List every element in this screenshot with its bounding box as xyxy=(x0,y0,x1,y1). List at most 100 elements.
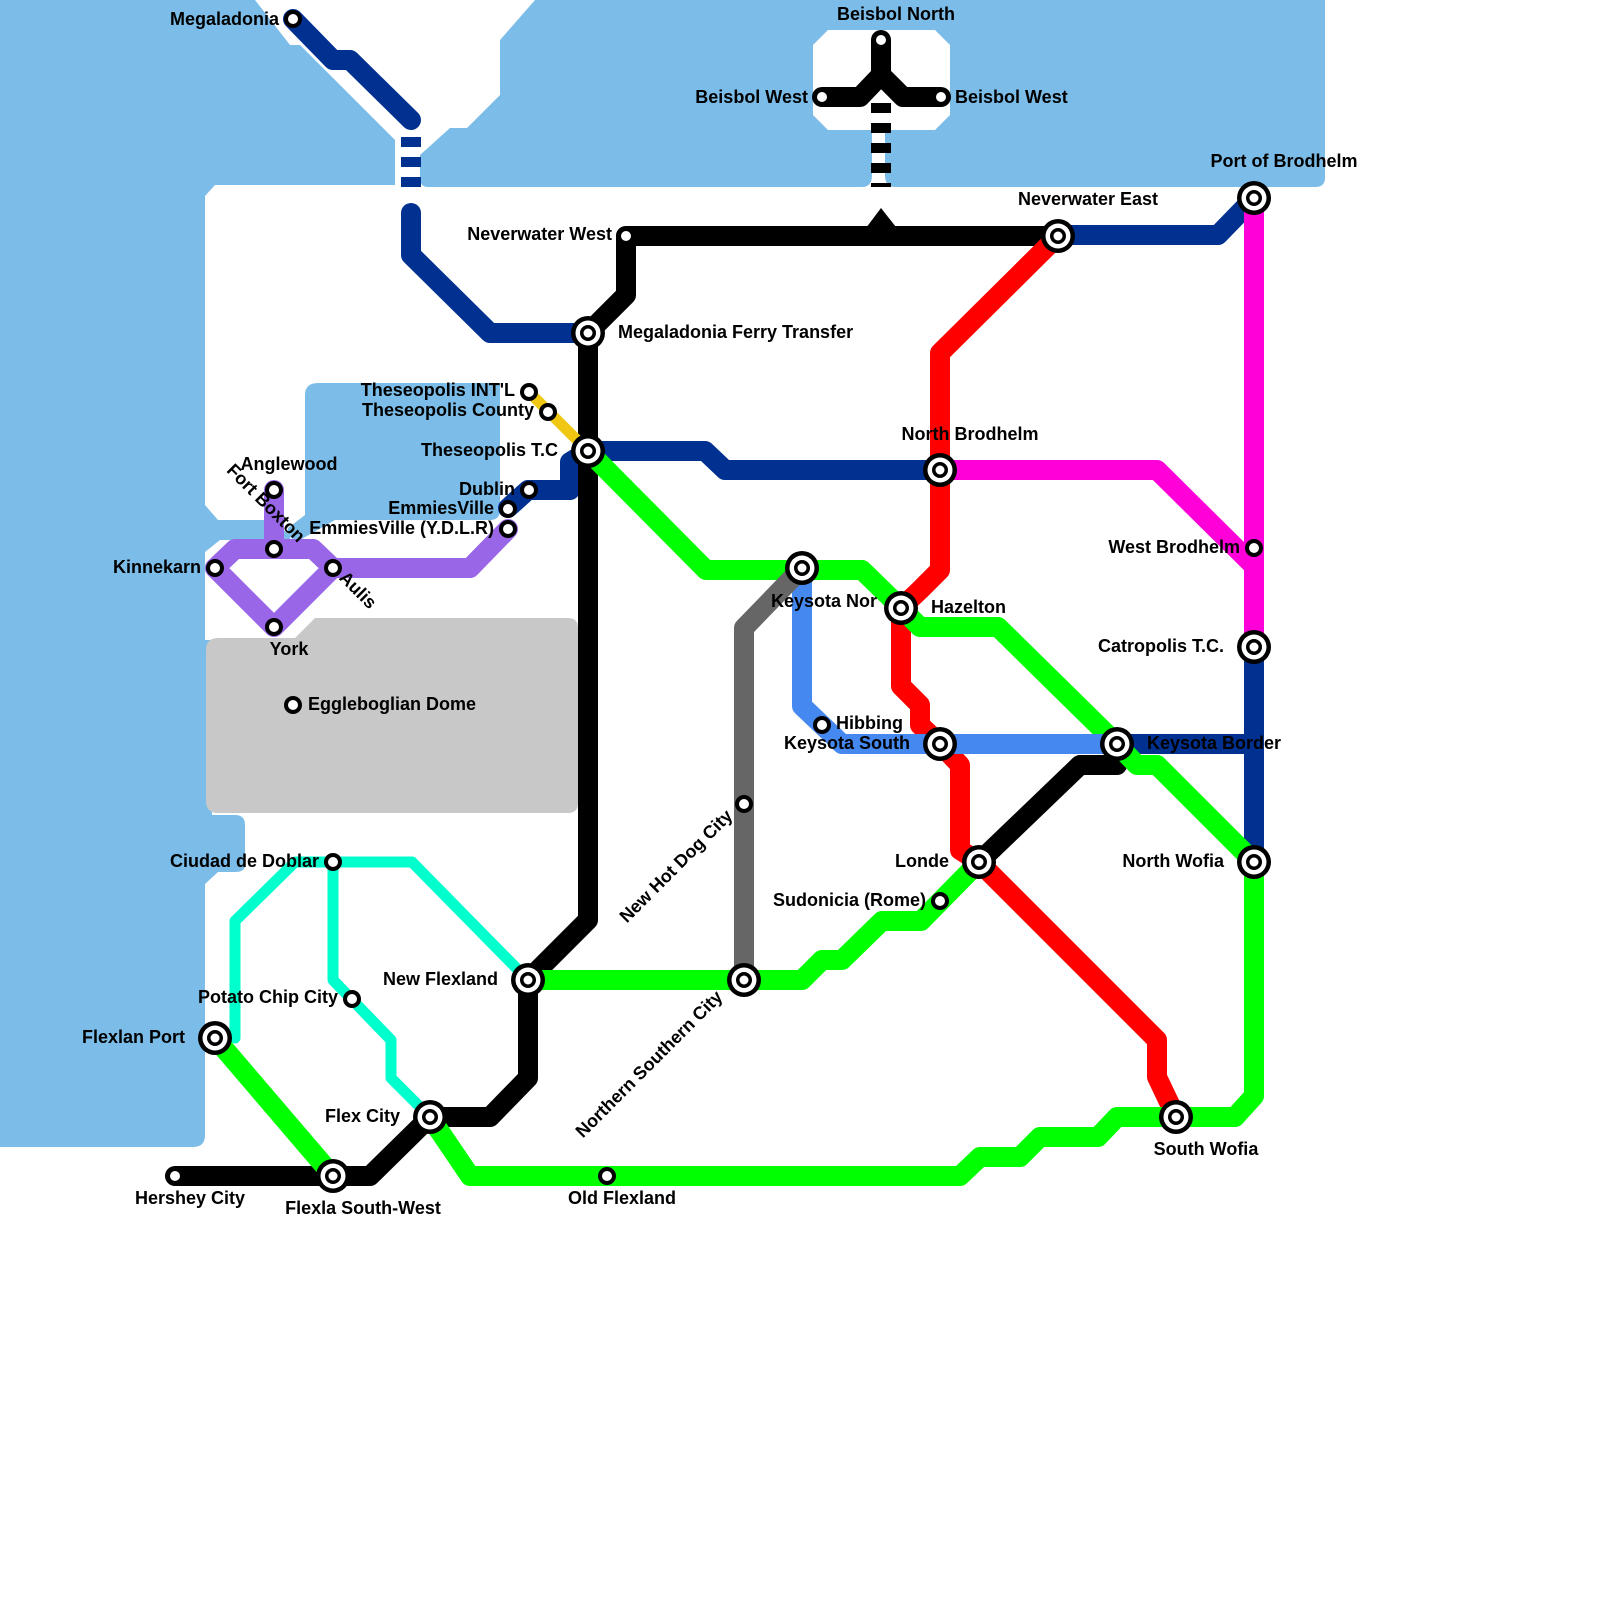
water-body xyxy=(0,0,395,1147)
route-green xyxy=(518,852,989,990)
station-label: Beisbol West xyxy=(695,87,808,107)
station-center xyxy=(503,504,513,514)
station-megaladonia-ferry-transfer[interactable] xyxy=(571,316,605,350)
station-new-hot-dog-city[interactable] xyxy=(735,795,753,813)
route-black xyxy=(165,226,636,1186)
route-red xyxy=(891,226,1186,1127)
station-potato-chip-city[interactable] xyxy=(343,990,361,1008)
station-label: New Hot Dog City xyxy=(616,806,737,927)
station-beisbol-west-b[interactable] xyxy=(932,88,950,106)
route-teal xyxy=(327,856,534,986)
interchange-center xyxy=(425,1112,435,1122)
station-flex-city[interactable] xyxy=(413,1100,447,1134)
station-flexlan-port[interactable] xyxy=(198,1021,232,1055)
station-dublin[interactable] xyxy=(520,481,538,499)
station-old-flexland[interactable] xyxy=(598,1167,616,1185)
station-label: Ciudad de Doblar xyxy=(170,851,319,871)
station-sudonicia[interactable] xyxy=(931,892,949,910)
water-body xyxy=(287,383,500,540)
station-megaladonia[interactable] xyxy=(284,10,302,28)
route-magenta xyxy=(930,460,1264,576)
interchange-center xyxy=(1249,642,1259,652)
station-londe[interactable] xyxy=(962,845,996,879)
station-label: Catropolis T.C. xyxy=(1098,636,1224,656)
station-label: Anglewood xyxy=(241,454,338,474)
station-north-wofia[interactable] xyxy=(1237,845,1271,879)
station-emmiesville-ydlr[interactable] xyxy=(499,520,517,538)
interchange-center xyxy=(935,465,945,475)
station-label: Keysota Nor xyxy=(771,591,877,611)
station-theseopolis-intl[interactable] xyxy=(520,383,538,401)
station-eggleboglian-dome[interactable] xyxy=(284,696,302,714)
station-emmiesville[interactable] xyxy=(499,500,517,518)
station-west-brodhelm[interactable] xyxy=(1245,539,1263,557)
station-hazelton[interactable] xyxy=(884,591,918,625)
station-hibbing[interactable] xyxy=(813,716,831,734)
station-center xyxy=(602,1171,612,1181)
station-neverwater-west[interactable] xyxy=(617,227,635,245)
station-label: North Wofia xyxy=(1122,851,1225,871)
station-label: Beisbol North xyxy=(837,4,955,24)
station-label: Megaladonia xyxy=(170,9,280,29)
interchange-center xyxy=(210,1033,220,1043)
interchange-center xyxy=(1053,231,1063,241)
station-north-brodhelm[interactable] xyxy=(923,453,957,487)
station-center xyxy=(817,720,827,730)
station-beisbol-west-a[interactable] xyxy=(813,88,831,106)
station-theseopolis-county[interactable] xyxy=(539,403,557,421)
station-theseopolis-tc[interactable] xyxy=(571,434,605,468)
station-catropolis-tc[interactable] xyxy=(1237,630,1271,664)
station-ciudad-de-doblar[interactable] xyxy=(324,853,342,871)
station-new-flexland[interactable] xyxy=(511,963,545,997)
station-label: Dublin xyxy=(459,479,515,499)
station-label: West Brodhelm xyxy=(1108,537,1240,557)
station-port-of-brodhelm[interactable] xyxy=(1237,181,1271,215)
station-center xyxy=(503,524,513,534)
interchange-center xyxy=(1249,857,1259,867)
station-label: Old Flexland xyxy=(568,1188,676,1208)
station-hershey-city[interactable] xyxy=(166,1167,184,1185)
station-center xyxy=(524,485,534,495)
station-northern-southern-city[interactable] xyxy=(727,963,761,997)
station-label: Flex City xyxy=(325,1106,400,1126)
stations-layer xyxy=(166,10,1271,1193)
station-fort-boxton[interactable] xyxy=(265,540,283,558)
park-layer xyxy=(206,618,578,813)
interchange-center xyxy=(896,603,906,613)
water-layer xyxy=(0,0,1325,1147)
station-center xyxy=(347,994,357,1004)
station-center xyxy=(269,544,279,554)
station-label: Londe xyxy=(895,851,949,871)
station-label: Neverwater West xyxy=(467,224,612,244)
route-green xyxy=(420,441,1264,1186)
station-keysota-border[interactable] xyxy=(1100,727,1134,761)
route-purple xyxy=(205,519,518,578)
station-center xyxy=(210,563,220,573)
station-york[interactable] xyxy=(265,618,283,636)
route-teal xyxy=(327,856,436,1123)
interchange-center xyxy=(797,563,807,573)
station-label: Keysota Border xyxy=(1147,733,1281,753)
interchange-center xyxy=(739,975,749,985)
station-keysota-south[interactable] xyxy=(923,727,957,761)
station-aulis[interactable] xyxy=(324,559,342,577)
station-center xyxy=(876,35,886,45)
interchange-center xyxy=(523,975,533,985)
station-label: Kinnekarn xyxy=(113,557,201,577)
station-label: York xyxy=(270,639,310,659)
station-center xyxy=(288,14,298,24)
station-neverwater-east[interactable] xyxy=(1041,219,1075,253)
interchange-center xyxy=(1112,739,1122,749)
station-beisbol-north[interactable] xyxy=(872,31,890,49)
station-keysota-north[interactable] xyxy=(785,551,819,585)
route-teal xyxy=(229,856,339,1044)
station-center xyxy=(935,896,945,906)
station-label: North Brodhelm xyxy=(902,424,1039,444)
station-label: EmmiesVille (Y.D.L.R) xyxy=(309,518,494,538)
station-label: Theseopolis T.C xyxy=(421,440,558,460)
station-center xyxy=(328,857,338,867)
station-south-wofia[interactable] xyxy=(1159,1100,1193,1134)
station-anglewood[interactable] xyxy=(265,481,283,499)
station-flexla-south-west[interactable] xyxy=(316,1159,350,1193)
station-kinnekarn[interactable] xyxy=(206,559,224,577)
